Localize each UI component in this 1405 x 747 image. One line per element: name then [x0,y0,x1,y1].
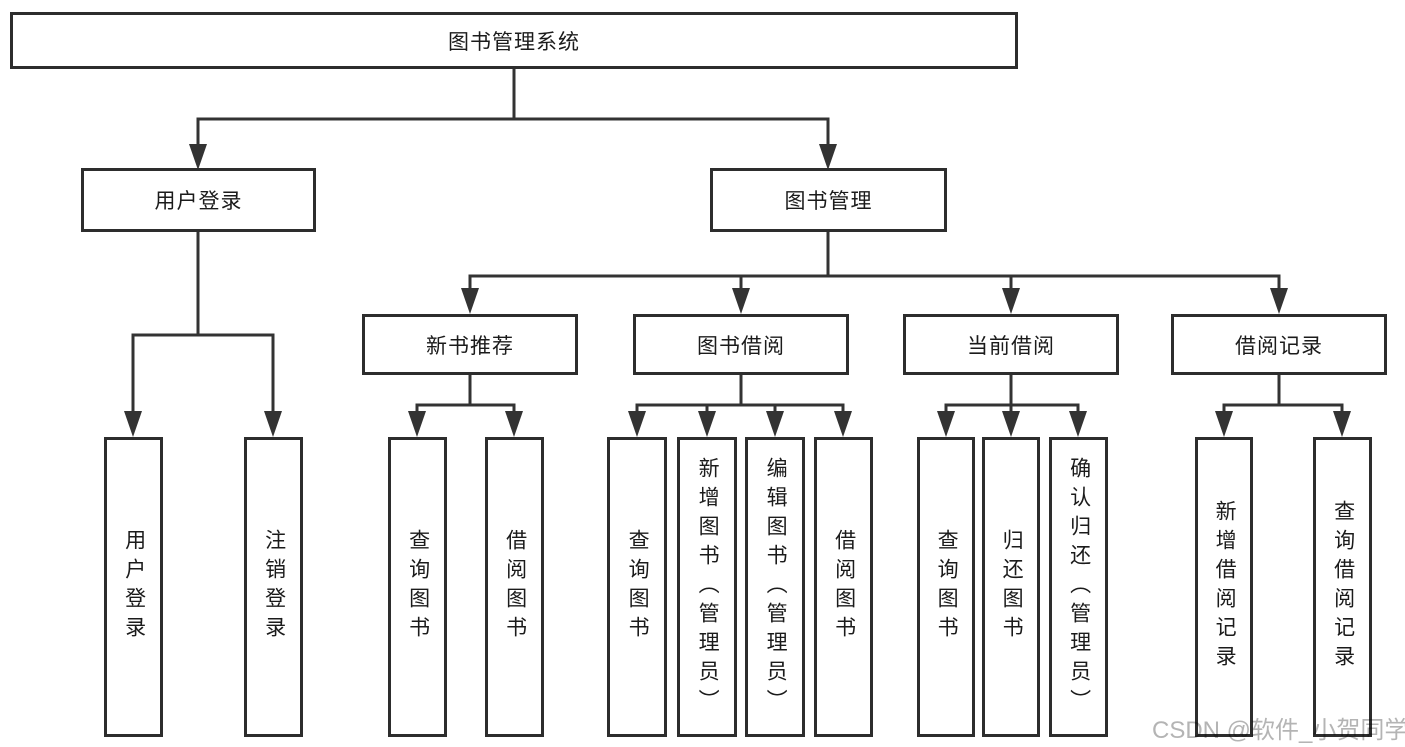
leaf-user-login: 用户登录 [104,437,163,737]
arrow-down-icon [264,411,282,437]
node-label: 查询图书 [626,529,650,645]
arrow-down-icon [819,144,837,170]
arrow-down-icon [124,411,142,437]
leaf-current-query-books: 查询图书 [917,437,975,737]
leaf-newbook-query-books: 查询图书 [388,437,447,737]
node-label: 注销登录 [262,529,286,645]
node-label: 用户登录 [154,190,243,213]
arrow-down-icon [505,411,523,437]
node-book-management: 图书管理 [710,168,947,232]
connector-userlogin-rail [131,333,275,413]
leaf-newbook-borrow-books: 借阅图书 [485,437,544,737]
arrow-down-icon [698,411,716,437]
arrow-down-icon [1002,411,1020,437]
node-label: 图书管理 [784,190,873,213]
arrow-down-icon [1069,411,1087,437]
leaf-records-query-record: 查询借阅记录 [1313,437,1372,737]
connector-borrow-rail [635,403,845,413]
node-user-login: 用户登录 [81,168,316,232]
leaf-borrowing-edit-books-admin: 编辑图书（管理员） [745,437,805,737]
node-label: 用户登录 [122,529,146,645]
node-label: 图书借阅 [697,334,785,358]
node-label: 借阅图书 [503,529,527,645]
node-new-book-recommend: 新书推荐 [362,314,578,375]
arrow-down-icon [628,411,646,437]
connector-records-rail [1222,403,1344,413]
leaf-logout: 注销登录 [244,437,303,737]
node-label: 查询借阅记录 [1331,500,1355,674]
connector-level2-rail [196,117,830,146]
leaf-current-confirm-return-admin: 确认归还（管理员） [1049,437,1108,737]
arrow-down-icon [1002,288,1020,314]
connector-newbook-rail [415,403,516,413]
node-label: 借阅图书 [832,529,856,645]
arrow-down-icon [408,411,426,437]
node-label: 新增图书（管理员） [696,456,720,718]
leaf-current-return-books: 归还图书 [982,437,1040,737]
arrowheads [124,144,1351,437]
arrow-down-icon [1333,411,1351,437]
node-label: 查询图书 [406,529,430,645]
node-current-borrowing: 当前借阅 [903,314,1119,375]
leaf-borrowing-add-books-admin: 新增图书（管理员） [677,437,737,737]
arrow-down-icon [1215,411,1233,437]
node-label: 新增借阅记录 [1213,500,1237,674]
connector-level3-rail [468,274,1281,290]
arrow-down-icon [834,411,852,437]
arrow-down-icon [461,288,479,314]
node-label: 确认归还（管理员） [1067,456,1091,718]
node-label: 图书管理系统 [448,30,580,54]
arrow-down-icon [937,411,955,437]
leaf-records-add-record: 新增借阅记录 [1195,437,1253,737]
node-book-management-system: 图书管理系统 [10,12,1018,69]
node-label: 归还图书 [1000,529,1024,645]
leaf-borrowing-query-books: 查询图书 [607,437,667,737]
leaf-borrowing-borrow-books: 借阅图书 [814,437,873,737]
watermark: CSDN @软件_小贺同学 [1152,717,1405,744]
node-borrow-records: 借阅记录 [1171,314,1387,375]
node-label: 新书推荐 [426,334,514,358]
arrow-down-icon [732,288,750,314]
arrow-down-icon [189,144,207,170]
node-label: 查询图书 [935,529,959,645]
node-label: 编辑图书（管理员） [764,456,788,718]
node-book-borrowing: 图书借阅 [633,314,849,375]
arrow-down-icon [766,411,784,437]
node-label: 借阅记录 [1235,334,1323,358]
node-label: 当前借阅 [967,334,1055,358]
arrow-down-icon [1270,288,1288,314]
